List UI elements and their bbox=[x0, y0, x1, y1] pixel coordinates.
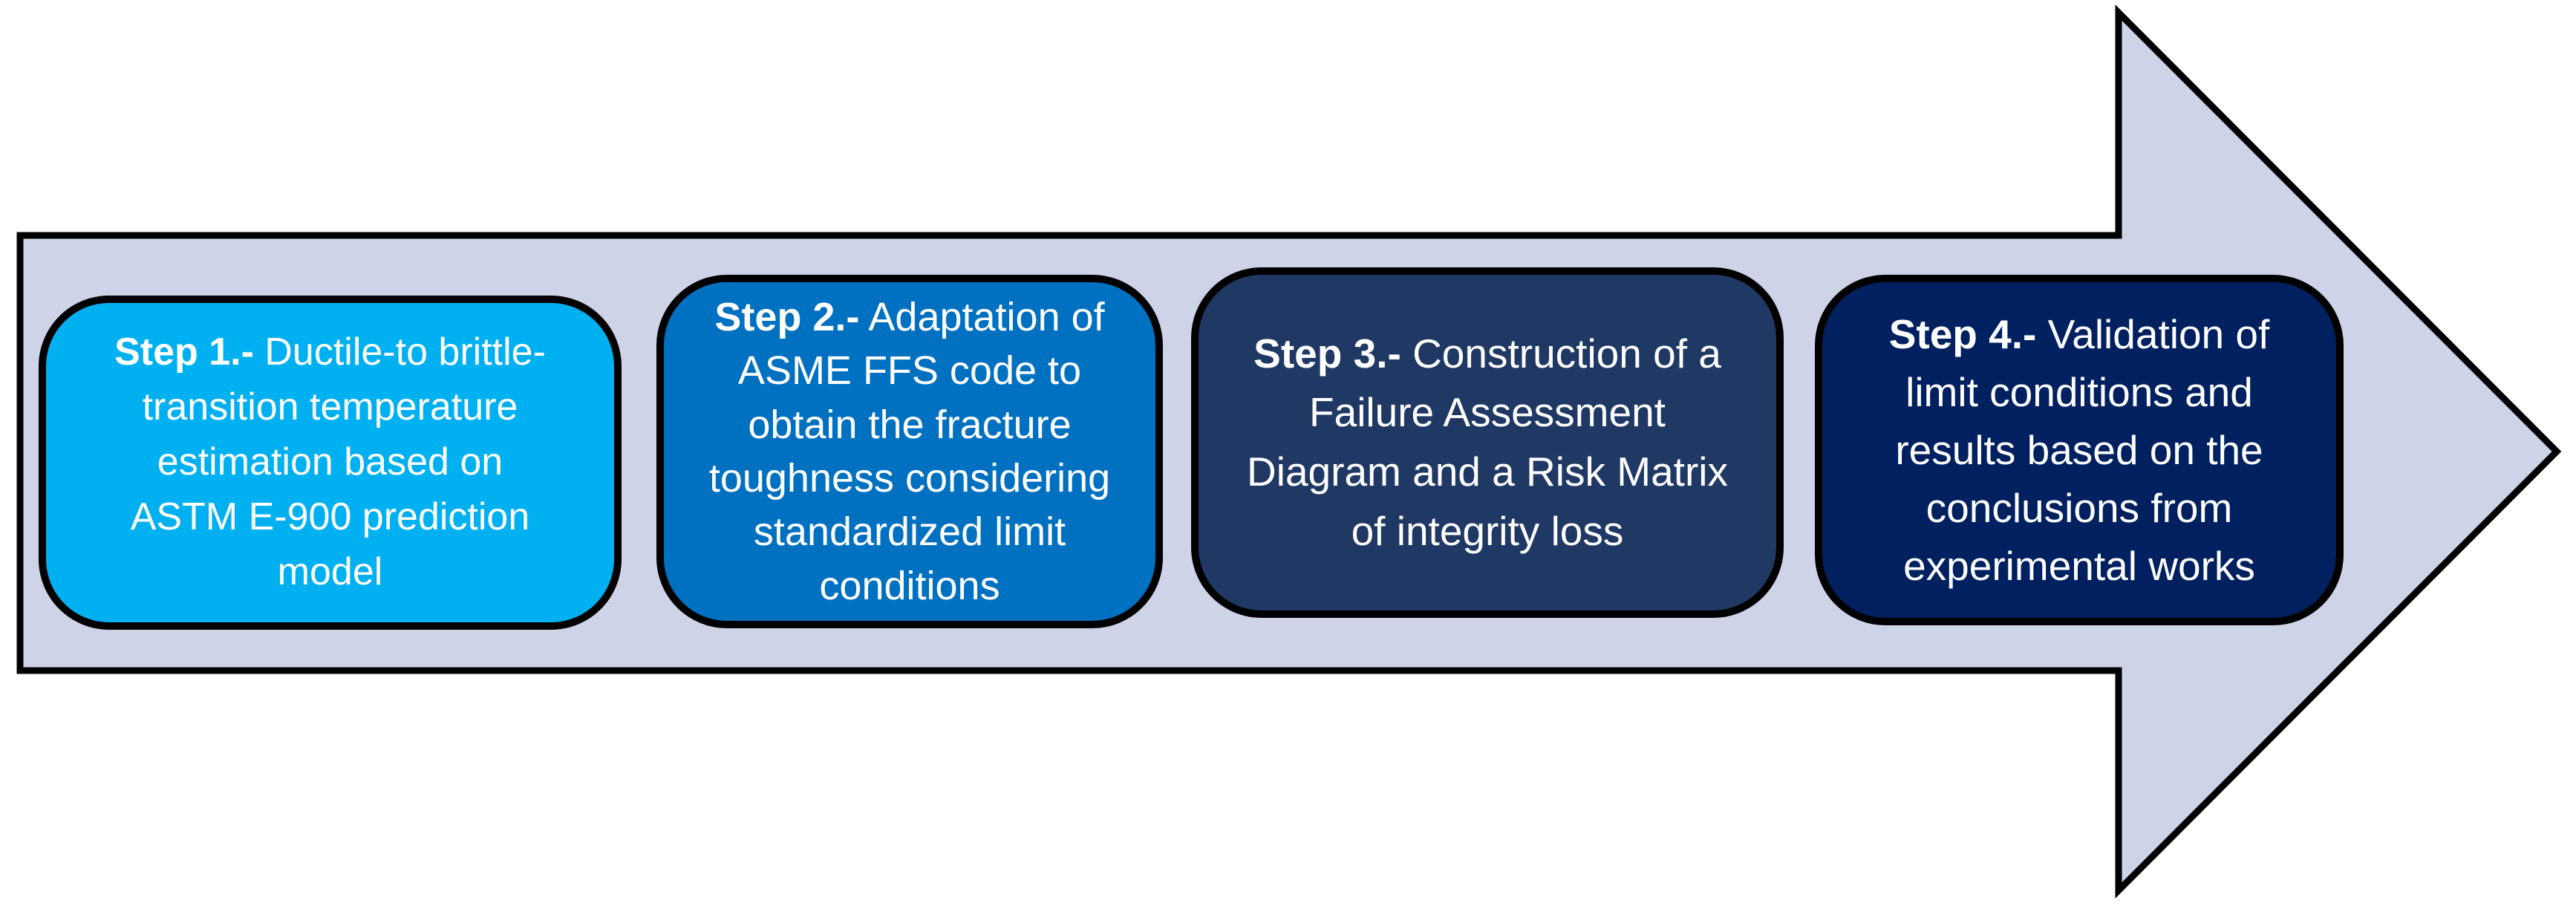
step-2-text: Step 2.- Adaptation of ASME FFS code to … bbox=[702, 287, 1118, 616]
step-1-description: Ductile-to brittle- transition temperatu… bbox=[130, 330, 546, 593]
step-3-label: Step 3.- bbox=[1253, 330, 1401, 377]
step-1-text: Step 1.- Ductile-to brittle- transition … bbox=[107, 321, 553, 604]
step-3-description: Construction of a Failure Assessment Dia… bbox=[1247, 330, 1728, 554]
step-4-text: Step 4.- Validation of limit conditions … bbox=[1880, 301, 2279, 599]
step-2-box: Step 2.- Adaptation of ASME FFS code to … bbox=[656, 275, 1163, 628]
step-3-box: Step 3.- Construction of a Failure Asses… bbox=[1191, 267, 1784, 618]
step-1-label: Step 1.- bbox=[114, 330, 254, 374]
step-4-box: Step 4.- Validation of limit conditions … bbox=[1815, 275, 2344, 625]
step-4-label: Step 4.- bbox=[1888, 310, 2037, 357]
step-1-box: Step 1.- Ductile-to brittle- transition … bbox=[39, 296, 622, 630]
step-3-text: Step 3.- Construction of a Failure Asses… bbox=[1238, 320, 1737, 566]
step-2-description: Adaptation of ASME FFS code to obtain th… bbox=[708, 294, 1111, 608]
step-2-label: Step 2.- bbox=[714, 294, 860, 339]
step-4-description: Validation of limit conditions and resul… bbox=[1895, 310, 2270, 590]
